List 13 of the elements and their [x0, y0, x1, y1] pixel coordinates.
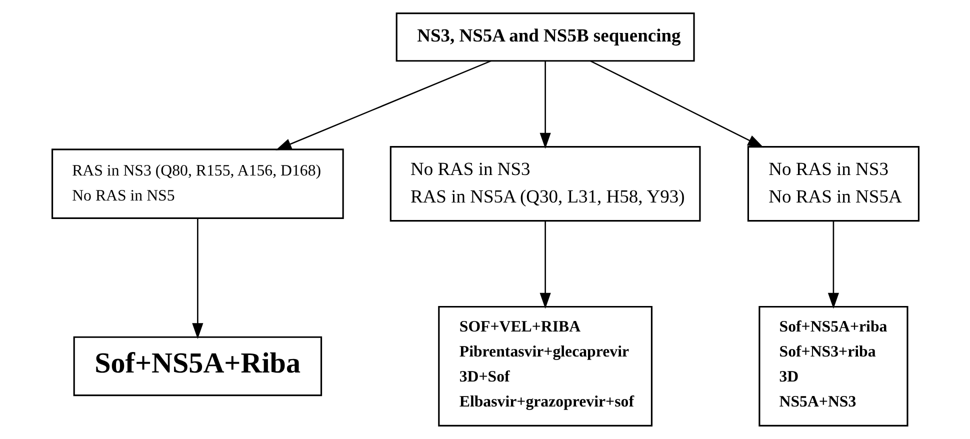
node-box: NS3, NS5A and NS5B sequencing — [395, 12, 694, 62]
arrow — [192, 218, 203, 339]
node-box: No RAS in NS3 No RAS in NS5A — [746, 146, 919, 222]
node-box: RAS in NS3 (Q80, R155, A156, D168) No RAS in NS5 — [51, 148, 344, 219]
node-box: Sof+NS5A+riba Sof+NS3+riba 3D NS5A+NS3 — [758, 306, 908, 426]
arrow — [590, 60, 764, 148]
node-box: Sof+NS5A+Riba — [72, 336, 322, 396]
arrow — [539, 60, 550, 149]
arrow — [275, 60, 491, 150]
arrow — [827, 221, 839, 309]
node-box: No RAS in NS3 RAS in NS5A (Q30, L31, H58, Y93) — [389, 146, 700, 222]
node-box: SOF+VEL+RIBA Pibrentasvir+glecaprevir 3D+Sof Elbasvir+grazoprevir+sof — [438, 306, 652, 426]
arrow — [539, 221, 550, 309]
